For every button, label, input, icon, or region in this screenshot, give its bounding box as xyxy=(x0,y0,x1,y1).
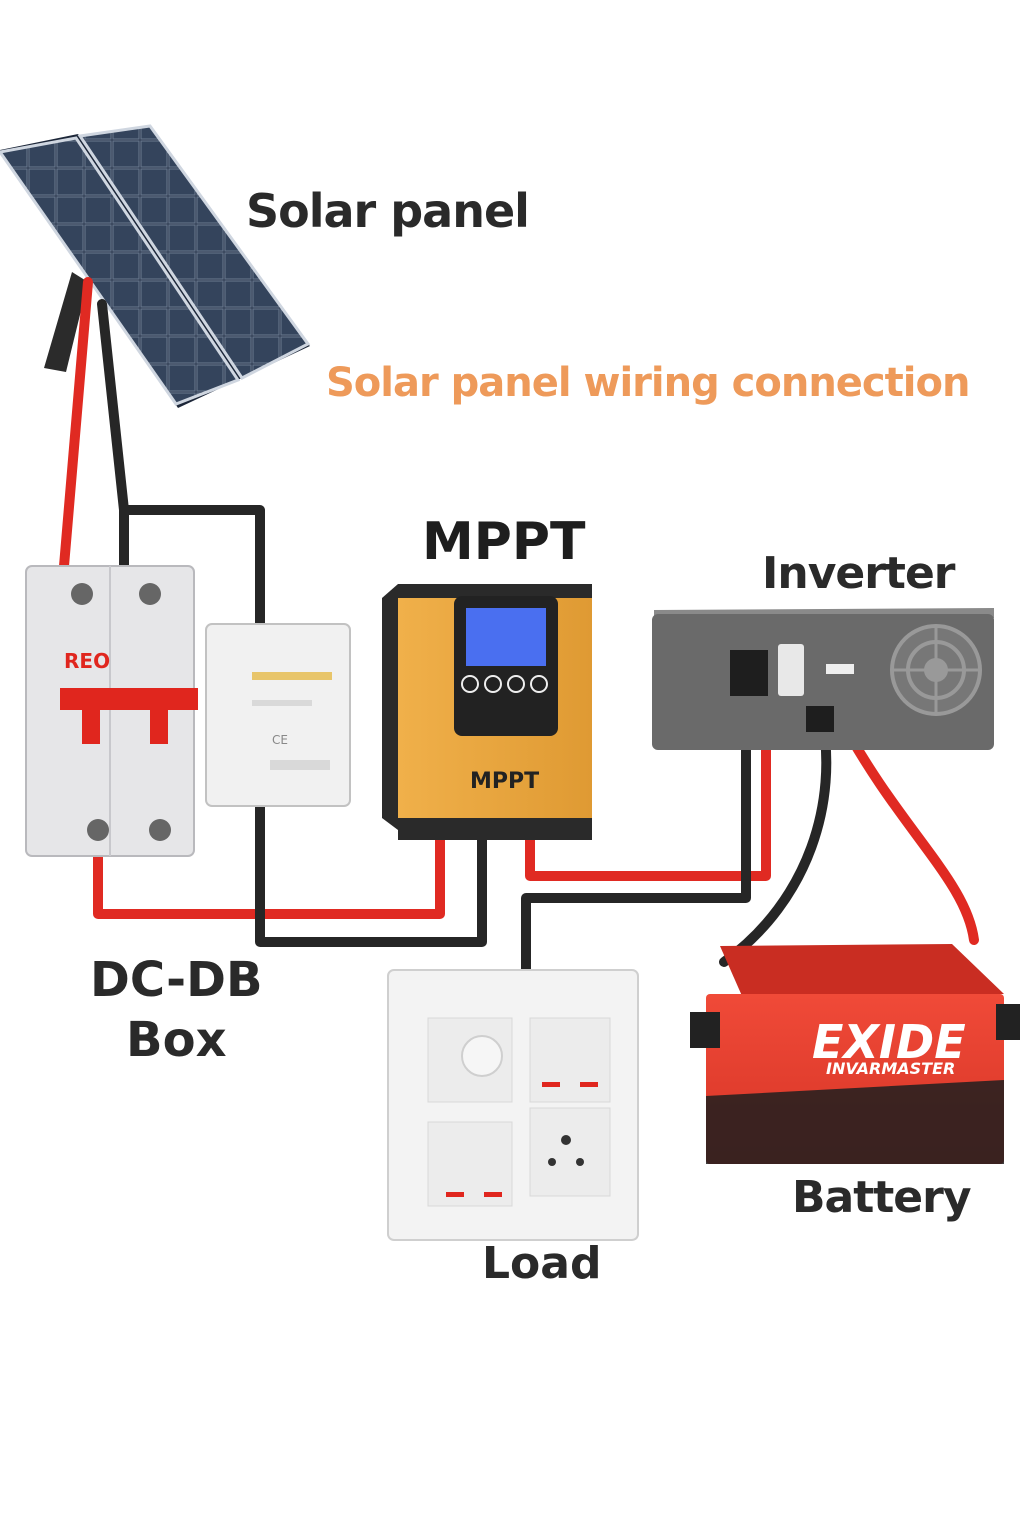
wire-inverter-to-battery-positive xyxy=(835,713,979,945)
wire-panel-negative xyxy=(97,299,129,573)
label-dcdb-line2: Box xyxy=(126,1012,227,1068)
label-mppt: MPPT xyxy=(422,512,586,572)
wire-inverter-to-battery-negative xyxy=(719,713,832,967)
wire-panel-negative-spd xyxy=(119,505,265,635)
battery-model: INVARMASTER xyxy=(826,1059,955,1078)
wire-breaker-to-mppt xyxy=(93,825,445,919)
mppt-button-1 xyxy=(461,675,479,693)
battery: EXIDE INVARMASTER xyxy=(690,944,1020,1164)
mppt-button-3 xyxy=(507,675,525,693)
spd-mark: CE xyxy=(272,733,288,747)
mppt-button-2 xyxy=(484,675,502,693)
dimmer-knob xyxy=(461,1035,503,1077)
solar-panel xyxy=(0,124,311,408)
surge-protector: CE xyxy=(205,623,351,807)
breaker-brand: REO xyxy=(64,649,110,673)
label-load: Load xyxy=(482,1238,602,1289)
label-solar-panel: Solar panel xyxy=(246,184,530,238)
label-inverter: Inverter xyxy=(762,548,955,599)
wire-spd-to-mppt xyxy=(255,795,487,947)
mppt-face-label: MPPT xyxy=(470,769,539,794)
inverter xyxy=(652,608,994,750)
diagram-title: Solar panel wiring connection xyxy=(326,360,970,406)
mppt-controller: MPPT xyxy=(382,584,592,840)
mppt-button-4 xyxy=(530,675,548,693)
wire-panel-positive xyxy=(59,277,93,571)
label-dcdb-box: DC-DB Box xyxy=(90,950,263,1070)
dc-breaker: REO xyxy=(25,565,198,857)
wire-mppt-to-inverter-positive xyxy=(525,675,771,881)
wires xyxy=(59,277,979,975)
label-dcdb-line1: DC-DB xyxy=(90,952,263,1008)
mppt-screen xyxy=(466,608,546,666)
battery-brand: EXIDE xyxy=(812,1015,966,1069)
label-battery: Battery xyxy=(792,1172,972,1223)
wire-inverter-to-load xyxy=(521,863,751,975)
switch-board xyxy=(387,969,639,1241)
